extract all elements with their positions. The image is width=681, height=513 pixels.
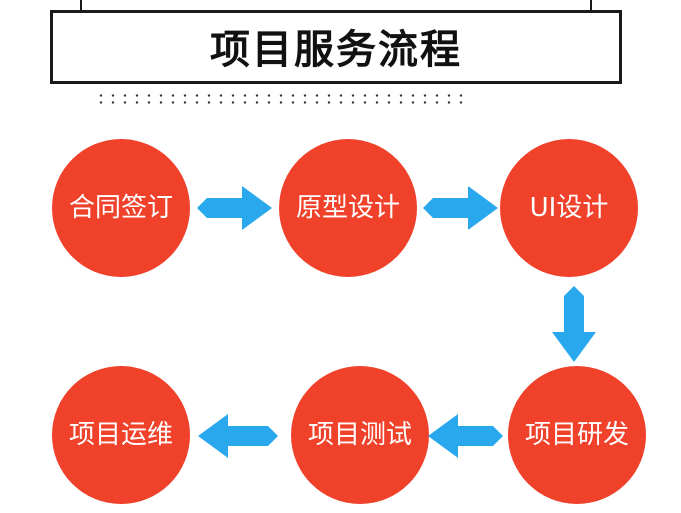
step-label-4: 项目研发 [524, 420, 629, 450]
flow-arrow-4 [428, 414, 503, 458]
step-node-6: 项目运维 [52, 366, 190, 504]
flow-arrow-5 [198, 414, 278, 458]
step-node-2: 原型设计 [279, 139, 417, 277]
step-label-2: 原型设计 [295, 193, 400, 223]
step-node-5: 项目测试 [291, 366, 429, 504]
step-node-4: 项目研发 [508, 366, 646, 504]
step-node-3: UI设计 [500, 139, 638, 277]
flow-arrow-2 [423, 186, 498, 230]
flow-arrow-3 [552, 286, 596, 362]
step-label-3: UI设计 [529, 193, 609, 223]
step-label-6: 项目运维 [68, 420, 173, 450]
title-box: 项目服务流程 [50, 10, 622, 84]
step-node-1: 合同签订 [52, 139, 190, 277]
flow-arrow-1 [197, 186, 272, 230]
step-label-1: 合同签订 [68, 193, 173, 223]
dotted-divider [95, 92, 467, 106]
page-title: 项目服务流程 [210, 27, 462, 73]
step-label-5: 项目测试 [307, 420, 412, 450]
